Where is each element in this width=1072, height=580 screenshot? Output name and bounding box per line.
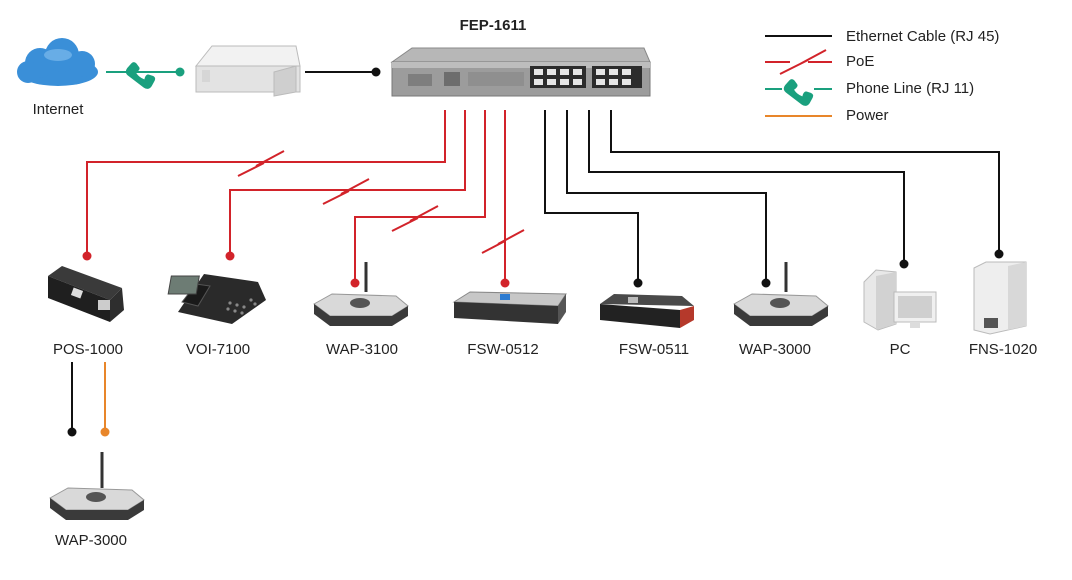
device-label: WAP-3100: [326, 341, 398, 358]
desktop-pc-icon: [863, 269, 937, 331]
device-label: FNS-1020: [969, 341, 1037, 358]
switch-icon: [452, 291, 567, 324]
device-label: FSW-0512: [467, 341, 538, 358]
connector-dot: [67, 427, 77, 437]
access-point-icon: [733, 262, 829, 326]
poe-bolt-icon: [322, 178, 370, 205]
connector-dot: [761, 278, 771, 288]
cloud-icon: [17, 38, 98, 86]
device-label: VOI-7100: [186, 341, 250, 358]
ethernet-link-fsw-0511: [544, 110, 639, 282]
internet-label: Internet: [33, 101, 85, 118]
connector-dot: [350, 278, 360, 288]
connector-dots: [67, 249, 1004, 437]
connector-dot: [633, 278, 643, 288]
access-point-icon: [49, 452, 145, 520]
modem-icon: [194, 45, 301, 97]
poe-injector-icon: [48, 266, 124, 322]
device-label: PC: [890, 341, 911, 358]
legend-label: Ethernet Cable (RJ 45): [846, 28, 999, 45]
nas-icon: [973, 261, 1027, 335]
connector-dot: [371, 67, 381, 77]
legend-label: PoE: [846, 53, 874, 70]
phone-handset-icon: [782, 77, 814, 106]
poe-link-voi-7100: [229, 110, 466, 255]
poe-bolt-icon: [237, 150, 285, 177]
legend: Ethernet Cable (RJ 45) PoE Phone Line (R…: [765, 28, 999, 124]
poe-bolt-icon: [391, 205, 439, 232]
switch-icon: [600, 294, 694, 328]
poe-switch-icon: [390, 47, 651, 97]
connection-lines: [71, 67, 1000, 432]
connector-dot: [500, 278, 510, 288]
device-label: WAP-3000: [739, 341, 811, 358]
legend-label: Phone Line (RJ 11): [846, 80, 974, 97]
device-label: WAP-3000: [55, 532, 127, 549]
ethernet-link-wap-3000: [566, 110, 767, 282]
ip-phone-icon: [167, 274, 266, 324]
access-point-icon: [313, 262, 409, 326]
poe-link-wap-3100: [354, 110, 486, 282]
connector-dot: [82, 251, 92, 261]
ethernet-link-pc: [588, 110, 905, 264]
connector-dot: [175, 67, 185, 77]
connector-dot: [225, 251, 235, 261]
poe-bolt-icon: [481, 229, 525, 254]
poe-bolt-icon: [779, 49, 827, 75]
poe-link-pos-1000: [86, 110, 446, 255]
poe-bolts: [237, 150, 525, 254]
connector-dot: [899, 259, 909, 269]
device-label: FSW-0511: [619, 341, 689, 358]
connector-dot: [994, 249, 1004, 259]
ethernet-link-fns-1020: [610, 110, 1000, 254]
device-label: POS-1000: [53, 341, 123, 358]
phone-handset-icon: [125, 62, 156, 89]
connector-dot: [100, 427, 110, 437]
legend-label: Power: [846, 107, 889, 124]
switch-label: FEP-1611: [460, 17, 527, 34]
